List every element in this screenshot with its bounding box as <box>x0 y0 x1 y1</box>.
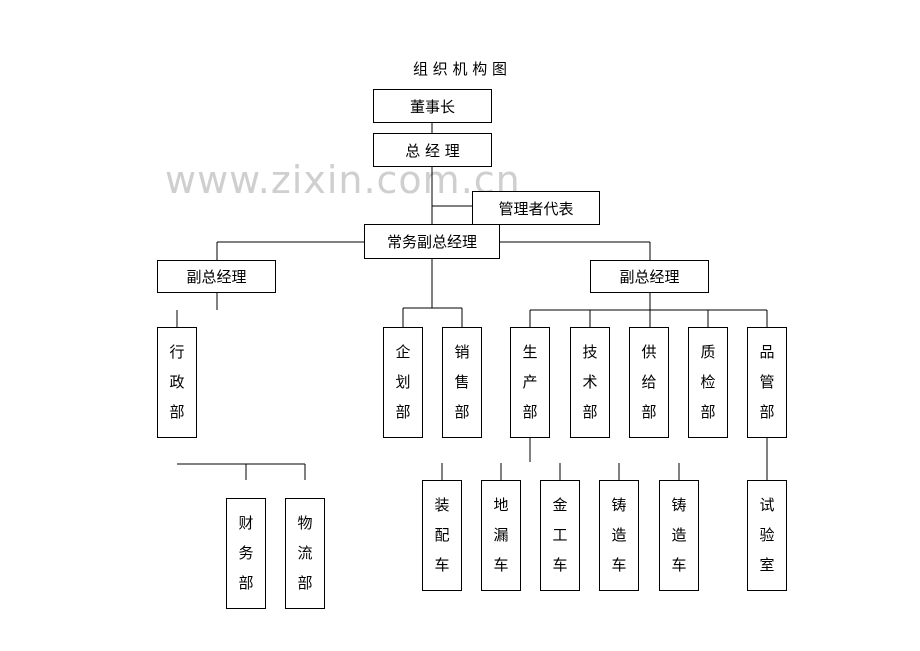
char: 部 <box>238 573 254 592</box>
char: 部 <box>641 402 657 421</box>
node-chairman: 董事长 <box>373 89 492 123</box>
node-floor-drain-workshop: 地 漏 车 <box>481 480 521 591</box>
node-quality-mgmt-dept: 品 管 部 <box>747 327 787 438</box>
node-assembly-workshop: 装 配 车 <box>422 480 462 591</box>
node-management-representative: 管理者代表 <box>472 191 600 225</box>
char: 政 <box>169 372 185 391</box>
node-supply-dept: 供 给 部 <box>629 327 669 438</box>
node-label: 总 经 理 <box>405 141 460 160</box>
node-executive-vgm: 常务副总经理 <box>364 224 500 259</box>
char: 供 <box>641 343 657 362</box>
char: 行 <box>169 343 185 362</box>
node-qc-dept: 质 检 部 <box>688 327 728 438</box>
node-admin-dept: 行 政 部 <box>157 327 197 438</box>
char: 流 <box>297 543 313 562</box>
char: 室 <box>759 555 775 574</box>
char: 铸 <box>671 496 687 515</box>
node-casting-workshop-2: 铸 造 车 <box>659 480 699 591</box>
char: 车 <box>493 555 509 574</box>
node-metalwork-workshop: 金 工 车 <box>540 480 580 591</box>
node-laboratory: 试 验 室 <box>747 480 787 591</box>
char: 产 <box>522 372 538 391</box>
char: 部 <box>297 573 313 592</box>
char: 配 <box>434 525 450 544</box>
char: 地 <box>493 496 509 515</box>
char: 造 <box>671 525 687 544</box>
char: 工 <box>552 525 568 544</box>
char: 给 <box>641 372 657 391</box>
char: 漏 <box>493 525 509 544</box>
char: 售 <box>454 372 470 391</box>
node-logistics-dept: 物 流 部 <box>285 498 325 609</box>
char: 检 <box>700 372 716 391</box>
char: 验 <box>759 525 775 544</box>
char: 车 <box>552 555 568 574</box>
char: 试 <box>759 496 775 515</box>
char: 企 <box>395 343 411 362</box>
char: 部 <box>169 402 185 421</box>
char: 财 <box>238 514 254 533</box>
char: 造 <box>611 525 627 544</box>
node-label: 管理者代表 <box>498 199 574 218</box>
char: 部 <box>395 402 411 421</box>
char: 管 <box>759 372 775 391</box>
char: 金 <box>552 496 568 515</box>
char: 部 <box>582 402 598 421</box>
char: 部 <box>759 402 775 421</box>
chart-title: 组 织 机 构 图 <box>412 60 508 78</box>
char: 术 <box>582 372 598 391</box>
char: 技 <box>582 343 598 362</box>
node-production-dept: 生 产 部 <box>510 327 550 438</box>
char: 装 <box>434 496 450 515</box>
char: 部 <box>522 402 538 421</box>
node-finance-dept: 财 务 部 <box>226 498 266 609</box>
char: 销 <box>454 343 470 362</box>
char: 划 <box>395 372 411 391</box>
node-vgm-right: 副总经理 <box>590 260 709 293</box>
char: 车 <box>671 555 687 574</box>
node-label: 常务副总经理 <box>386 233 477 251</box>
char: 质 <box>700 343 716 362</box>
char: 部 <box>454 402 470 421</box>
node-label: 副总经理 <box>186 268 247 286</box>
node-sales-dept: 销 售 部 <box>442 327 482 438</box>
node-general-manager: 总 经 理 <box>373 133 492 167</box>
node-label: 董事长 <box>409 97 455 116</box>
char: 务 <box>238 543 254 562</box>
char: 车 <box>434 555 450 574</box>
char: 车 <box>611 555 627 574</box>
char: 部 <box>700 402 716 421</box>
char: 生 <box>522 343 538 362</box>
node-label: 副总经理 <box>619 268 680 286</box>
node-technology-dept: 技 术 部 <box>570 327 610 438</box>
char: 物 <box>297 514 313 533</box>
node-casting-workshop-1: 铸 造 车 <box>599 480 639 591</box>
node-planning-dept: 企 划 部 <box>383 327 423 438</box>
char: 铸 <box>611 496 627 515</box>
node-vgm-left: 副总经理 <box>157 260 276 293</box>
char: 品 <box>759 343 775 362</box>
